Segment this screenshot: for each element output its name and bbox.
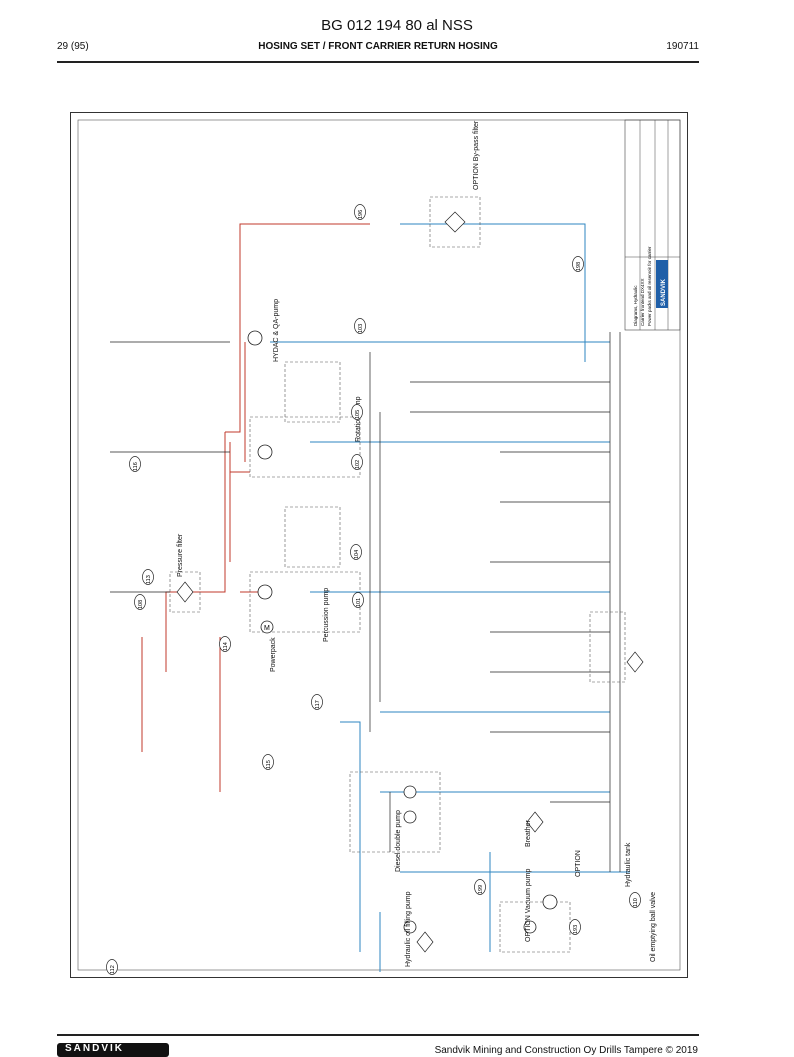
callout-number: 115 <box>266 760 272 769</box>
callout-number: 108 <box>138 600 144 609</box>
callout-bubble <box>572 256 584 272</box>
callout-bubble <box>351 454 363 470</box>
header-row: 29 (95) HOSING SET / FRONT CARRIER RETUR… <box>57 41 699 55</box>
callout-number: 104 <box>354 550 360 559</box>
callout-bubble <box>569 919 581 935</box>
label-hydraulic-oil-filling-pump: Hydraulic oil filling pump <box>405 891 412 967</box>
label-option-vacuum: OPTION Vacuum pump <box>525 868 532 942</box>
filter-symbols <box>176 211 644 953</box>
connection-lines <box>110 332 621 872</box>
callout-bubble <box>142 569 154 585</box>
callout-bubble <box>311 694 323 710</box>
callout-bubble <box>352 592 364 608</box>
callout-number: 110 <box>633 898 639 907</box>
callout-number: 105 <box>355 410 361 419</box>
section-title: HOSING SET / FRONT CARRIER RETURN HOSING <box>258 41 498 52</box>
callout-number: 199 <box>478 885 484 894</box>
callout-bubble <box>351 404 363 420</box>
callout-number: 103 <box>358 324 364 333</box>
callout-number: 193 <box>573 925 579 934</box>
page-number: 29 (95) <box>57 41 89 52</box>
sheet-inner-frame <box>77 119 681 971</box>
callout-bubble <box>134 594 146 610</box>
label-hydraulic-tank: Hydraulic tank <box>625 842 632 887</box>
label-oil-emptying: Oil emptying ball valve <box>650 892 657 962</box>
callout-number: 114 <box>223 642 229 651</box>
document-number: BG 012 194 80 al NSS <box>321 17 473 34</box>
return-lines <box>270 223 630 972</box>
callout-bubble <box>129 456 141 472</box>
pressure-lines <box>141 223 370 792</box>
callout-number: 102 <box>355 460 361 469</box>
header-rule <box>57 61 699 63</box>
powerpack-motor-symbol <box>260 620 274 634</box>
callout-number: 101 <box>356 598 362 607</box>
footer-copyright: Sandvik Mining and Construction Oy Drill… <box>434 1045 698 1056</box>
callout-bubble <box>354 204 366 220</box>
callout-bubble <box>474 879 486 895</box>
label-option: OPTION <box>575 850 582 877</box>
label-option-bypass: OPTION By-pass filter <box>473 120 480 190</box>
footer-rule <box>57 1034 699 1036</box>
document-date: 190711 <box>666 41 699 52</box>
sandvik-logo: SANDVIK <box>661 278 667 306</box>
title-block-line-2: Carrier frontend DX4XX <box>640 278 645 326</box>
callout-number: 112 <box>110 965 116 974</box>
label-breather: Breather <box>525 819 532 847</box>
callout-bubble <box>354 318 366 334</box>
footer-logo-text: SANDVIK <box>65 1043 125 1054</box>
pump-symbols <box>247 330 558 934</box>
callout-number: 113 <box>146 575 152 584</box>
motor-symbol-label: M <box>264 625 270 632</box>
label-hydac-pump: HYDAC & QA-pump <box>273 299 280 362</box>
callout-group: 198 196 103 105 102 116 104 101 113 108 114 117 115 1… <box>106 204 641 975</box>
footer-logo: SANDVIK <box>57 1043 169 1057</box>
hydraulic-diagram: SANDVIK Diagrams, Hydraulic Carrier fron… <box>70 112 688 978</box>
sheet-frame <box>70 112 688 978</box>
label-pressure-filter: Pressure filter <box>177 533 184 577</box>
callout-bubble <box>262 754 274 770</box>
callout-bubble <box>629 892 641 908</box>
title-block-line-1: Diagrams, Hydraulic <box>633 285 638 326</box>
callout-number: 198 <box>576 262 582 271</box>
callout-bubble <box>219 636 231 652</box>
callout-bubble <box>350 544 362 560</box>
label-powerpack: Powerpack <box>270 637 277 672</box>
callout-number: 196 <box>358 210 364 219</box>
callout-number: 116 <box>133 462 139 471</box>
label-percussion-pump: Percussion pump <box>323 588 330 642</box>
label-diesel-pump: Diesel double pump <box>395 810 402 872</box>
callout-number: 117 <box>315 700 321 709</box>
callout-bubble <box>106 959 118 975</box>
sandvik-logo-box <box>656 260 668 308</box>
title-block: SANDVIK Diagrams, Hydraulic Carrier fron… <box>624 119 681 331</box>
title-block-line-3: Power packs and oil reservoir for carrie… <box>647 246 652 326</box>
